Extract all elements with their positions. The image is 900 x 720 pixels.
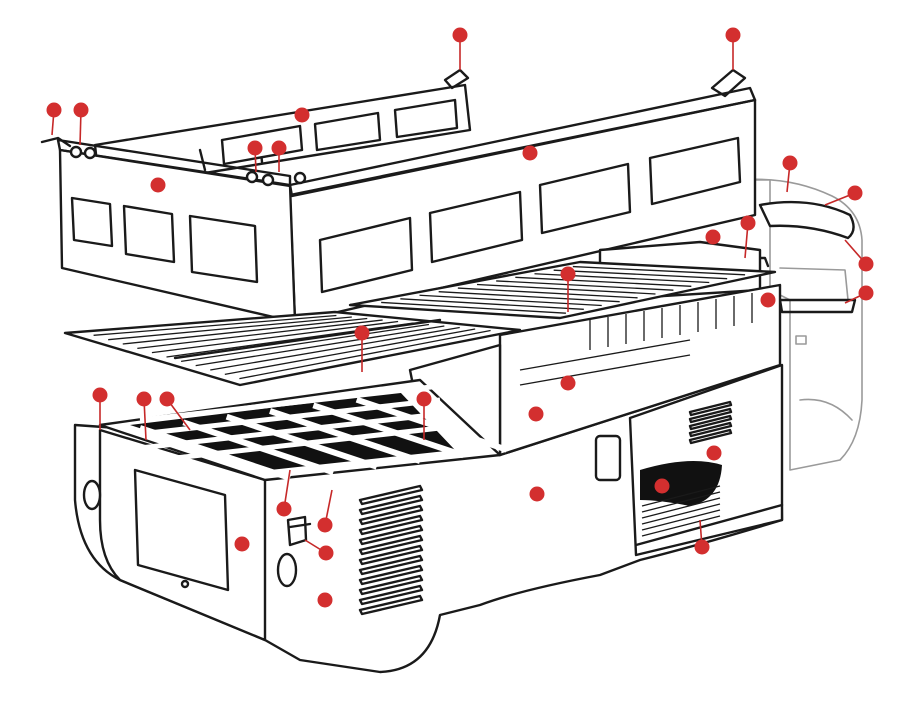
hotspot-marker[interactable] xyxy=(46,102,62,118)
hotspot-marker[interactable] xyxy=(760,292,776,308)
hotspot-marker[interactable] xyxy=(740,215,756,231)
hotspot-layer xyxy=(46,27,874,608)
hotspot-marker[interactable] xyxy=(271,140,287,156)
hotspot-marker[interactable] xyxy=(317,517,333,533)
hotspot-marker[interactable] xyxy=(354,325,370,341)
body-tub xyxy=(73,283,784,674)
hotspot-marker[interactable] xyxy=(452,27,468,43)
hotspot-marker[interactable] xyxy=(294,107,310,123)
hotspot-door-seal-strip[interactable] xyxy=(844,285,874,304)
hotspot-marker[interactable] xyxy=(276,501,292,517)
hotspot-locker-floor-ribs[interactable] xyxy=(654,478,670,494)
hotspot-marker[interactable] xyxy=(847,185,863,201)
hotspot-marker[interactable] xyxy=(528,406,544,422)
hotspot-marker[interactable] xyxy=(150,177,166,193)
hotspot-locker-floor[interactable] xyxy=(528,406,544,422)
drop-side-assembly xyxy=(40,68,770,324)
hotspot-far-drop-side[interactable] xyxy=(294,107,310,123)
upper-floor-panel xyxy=(348,260,777,320)
hotspot-rain-gutter[interactable] xyxy=(824,185,863,206)
hotspot-tail-light-bracket[interactable] xyxy=(317,489,333,533)
hotspot-marker[interactable] xyxy=(529,486,545,502)
hotspot-body-side-panel[interactable] xyxy=(529,486,545,502)
hotspot-marker[interactable] xyxy=(694,539,710,555)
hotspot-rear-corner-post[interactable] xyxy=(92,387,108,431)
hotspot-locker-upper-panel[interactable] xyxy=(560,375,576,391)
hotspot-marker[interactable] xyxy=(416,391,432,407)
hotspot-rear-apron[interactable] xyxy=(234,536,250,552)
hotspot-marker[interactable] xyxy=(782,155,798,171)
hotspot-marker[interactable] xyxy=(560,266,576,282)
hotspot-marker[interactable] xyxy=(725,27,741,43)
hotspot-cross-member-a[interactable] xyxy=(136,391,152,441)
hotspot-marker[interactable] xyxy=(247,140,263,156)
hotspot-cab-roof-visor[interactable] xyxy=(782,155,798,193)
hotspot-floor-support-frame[interactable] xyxy=(416,391,432,441)
hotspot-marker[interactable] xyxy=(706,445,722,461)
hotspot-marker[interactable] xyxy=(317,592,333,608)
hotspot-marker[interactable] xyxy=(234,536,250,552)
hotspot-marker[interactable] xyxy=(654,478,670,494)
hotspot-tail-light-housing[interactable] xyxy=(304,539,334,561)
hotspot-tailgate-latch-left-a[interactable] xyxy=(46,102,62,136)
hotspot-marker[interactable] xyxy=(92,387,108,403)
hotspot-cab-back-panel[interactable] xyxy=(760,292,776,308)
hotspot-upper-bed-floor[interactable] xyxy=(560,266,576,313)
hotspot-marker[interactable] xyxy=(136,391,152,407)
hotspot-cross-member-b[interactable] xyxy=(159,391,191,431)
hotspot-marker[interactable] xyxy=(705,229,721,245)
hotspot-marker[interactable] xyxy=(159,391,175,407)
hotspot-tailgate-panel[interactable] xyxy=(150,177,166,193)
hotspot-marker[interactable] xyxy=(858,256,874,272)
hotspot-rear-corner-panel[interactable] xyxy=(317,592,333,608)
hotspot-bulkhead-hinge[interactable] xyxy=(740,215,756,259)
hotspot-side-gate-latch-b[interactable] xyxy=(271,140,287,173)
lower-floor-panel xyxy=(63,310,522,387)
hotspot-window-seal[interactable] xyxy=(844,239,874,272)
hotspot-marker[interactable] xyxy=(560,375,576,391)
hotspot-lower-bed-floor[interactable] xyxy=(354,325,370,373)
hotspot-locker-side-panel[interactable] xyxy=(706,445,722,461)
hotspot-tailgate-latch-left-b[interactable] xyxy=(73,102,89,146)
hotspot-marker[interactable] xyxy=(522,145,538,161)
hotspot-drop-side-hinge-rear[interactable] xyxy=(452,27,468,71)
hotspot-side-gate-latch-a[interactable] xyxy=(247,140,263,173)
hotspot-marker[interactable] xyxy=(318,545,334,561)
hotspot-marker[interactable] xyxy=(858,285,874,301)
hotspot-near-drop-side[interactable] xyxy=(522,145,538,161)
hotspot-rear-cross-rail[interactable] xyxy=(276,469,292,517)
hotspot-drop-side-hinge-front[interactable] xyxy=(725,27,741,71)
hotspot-cab-rear-wall[interactable] xyxy=(705,229,721,245)
hotspot-sill-trim[interactable] xyxy=(694,519,710,555)
hotspot-marker[interactable] xyxy=(73,102,89,118)
